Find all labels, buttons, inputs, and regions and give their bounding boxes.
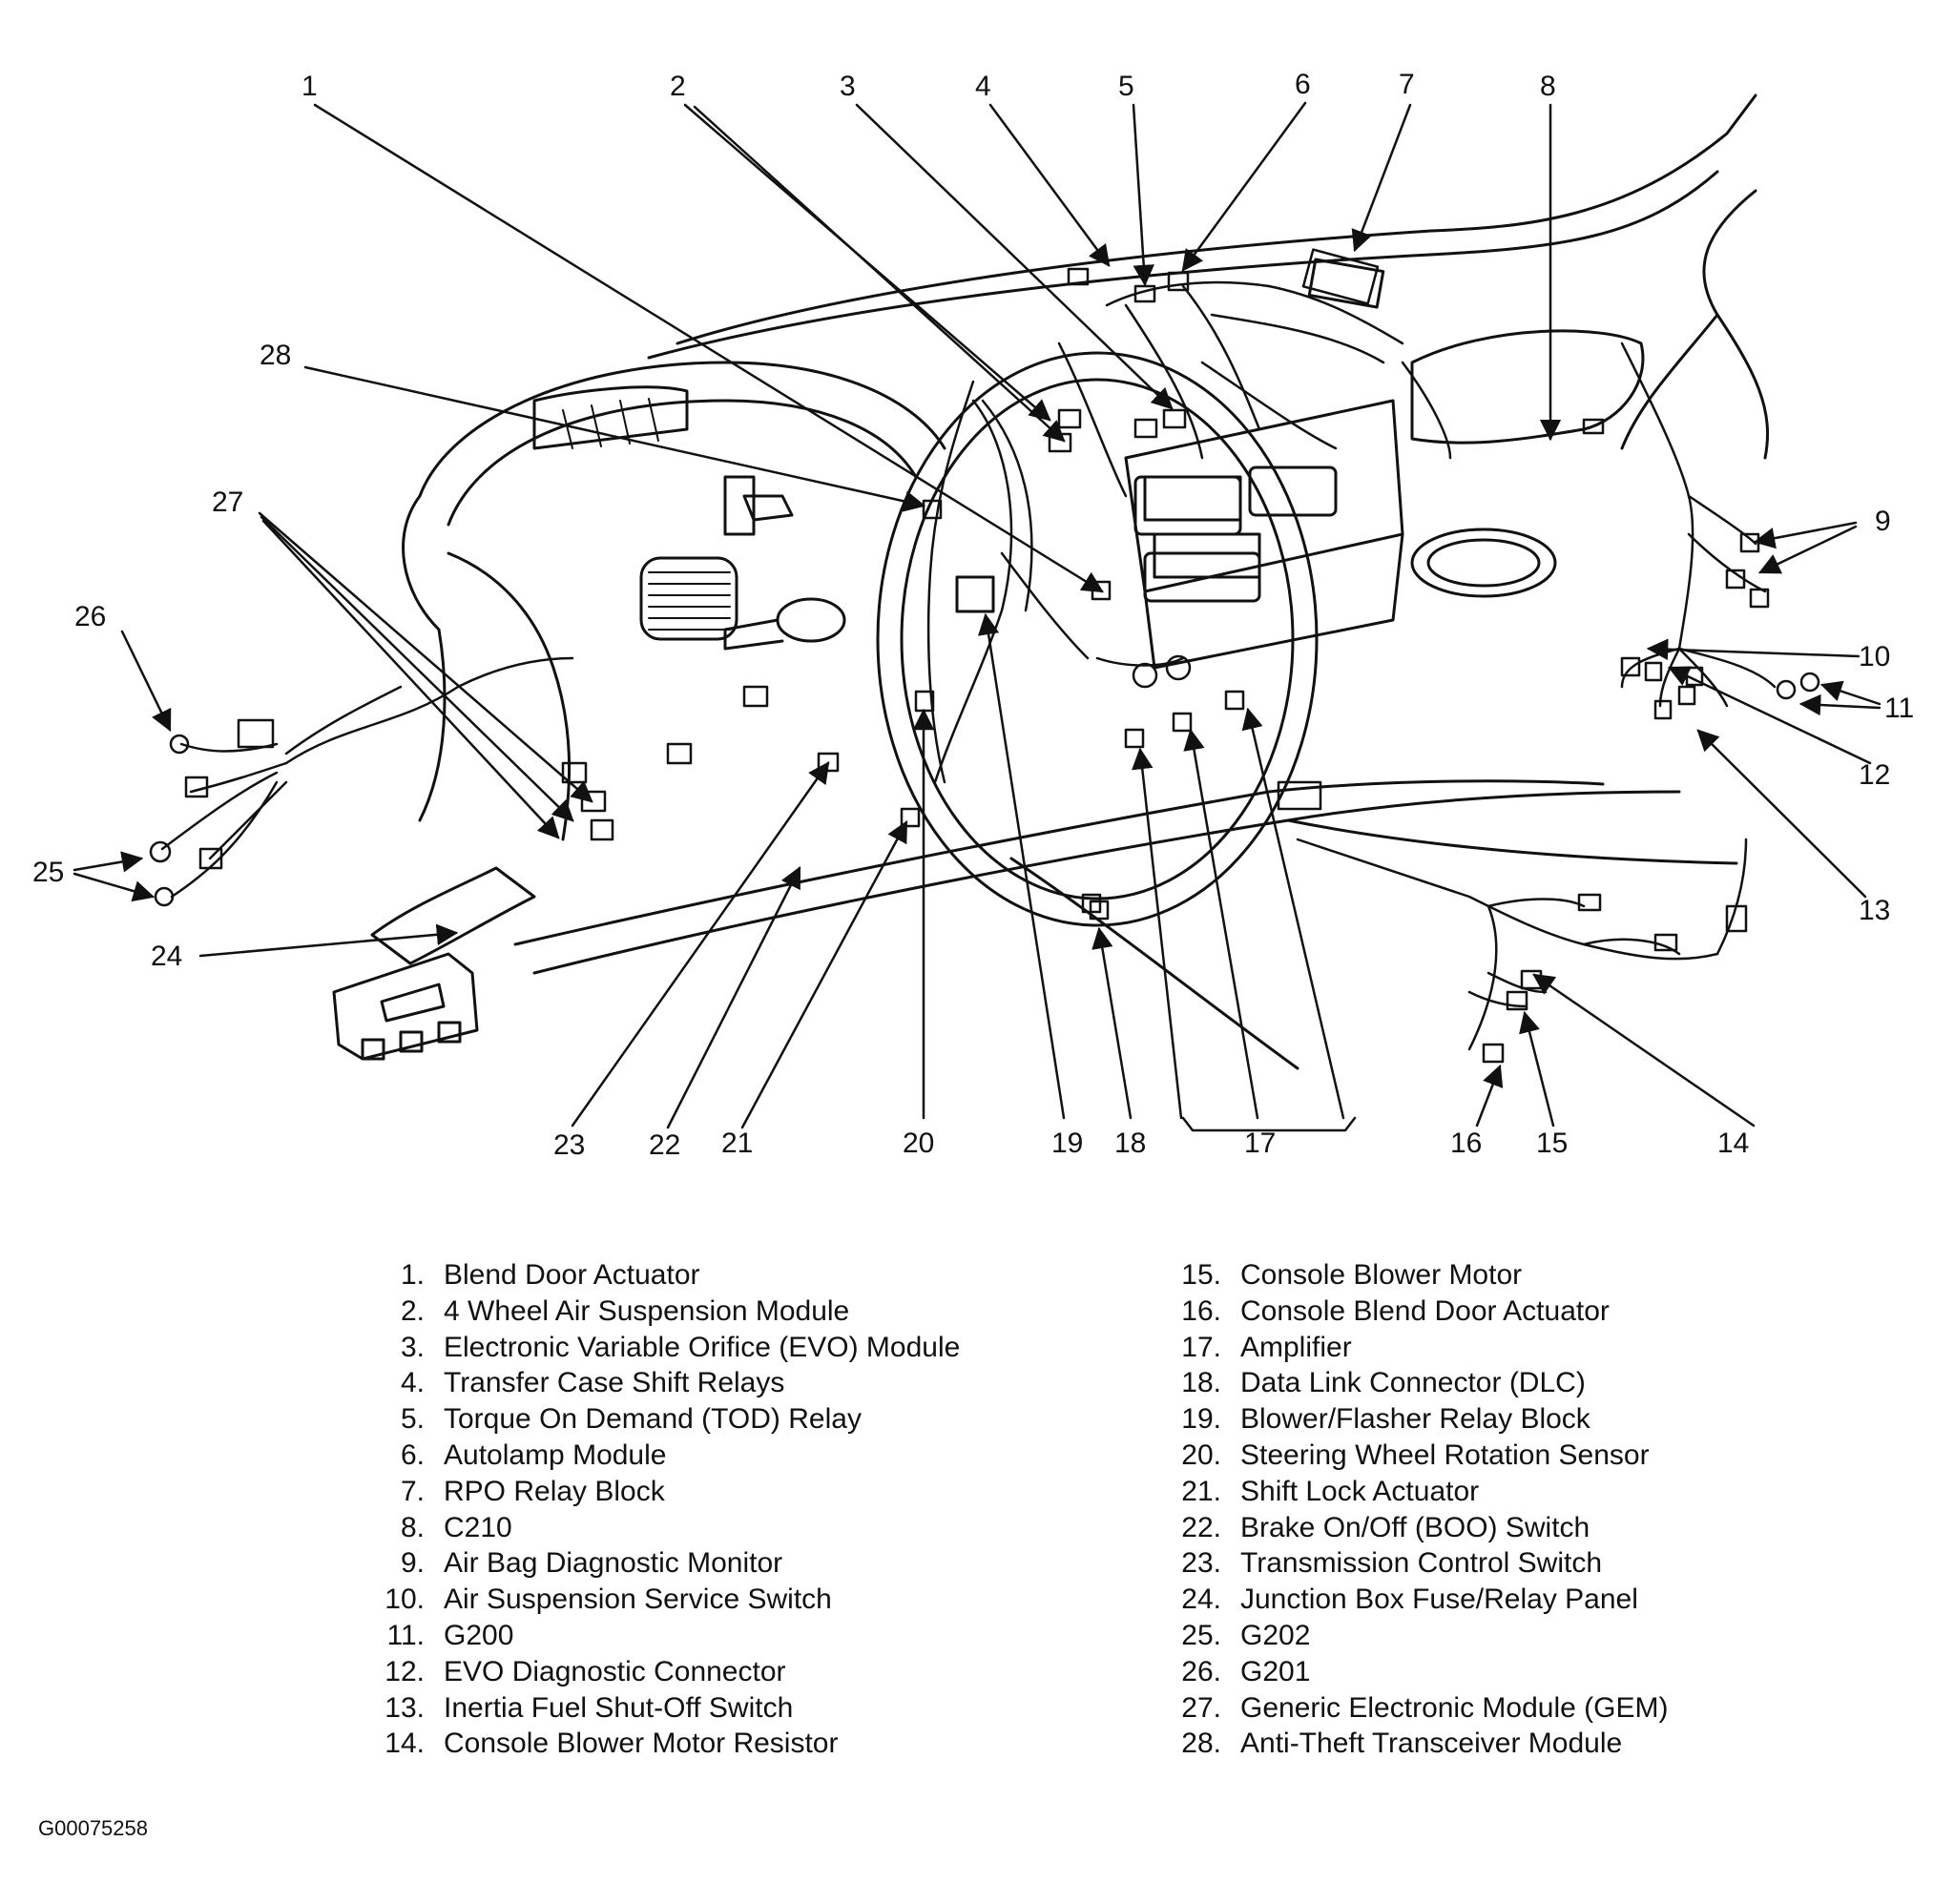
callout-7: 7 <box>1399 69 1415 100</box>
callout-26: 26 <box>74 601 106 632</box>
connectors <box>149 248 1820 1064</box>
legend-item-13: 13.Inertia Fuel Shut-Off Switch <box>385 1691 794 1724</box>
legend-item-23: 23.Transmission Control Switch <box>1181 1547 1602 1580</box>
callout-25: 25 <box>32 857 64 888</box>
legend-item-4: 4.Transfer Case Shift Relays <box>400 1367 785 1399</box>
callout-2: 2 <box>670 71 686 102</box>
legend-left-column: 1.Blend Door Actuator 2.4 Wheel Air Susp… <box>343 1257 960 1762</box>
legend-item-21: 21.Shift Lock Actuator <box>1181 1475 1480 1507</box>
legend-item-18: 18.Data Link Connector (DLC) <box>1181 1367 1586 1399</box>
callout-9: 9 <box>1875 506 1891 537</box>
legend-item-11: 11.G200 <box>386 1619 514 1651</box>
legend-item-28: 28.Anti-Theft Transceiver Module <box>1181 1728 1623 1760</box>
callout-18: 18 <box>1114 1128 1146 1159</box>
dashboard-wiring-diagram: 1 2 3 4 5 6 7 8 9 10 11 12 13 14 15 16 1… <box>32 69 1914 1161</box>
callout-19: 19 <box>1051 1128 1083 1159</box>
callout-15: 15 <box>1536 1128 1568 1159</box>
legend-item-17: 17.Amplifier <box>1181 1331 1352 1363</box>
wiring-harness <box>160 280 1777 1051</box>
callout-20: 20 <box>903 1128 934 1159</box>
callout-22: 22 <box>649 1129 680 1161</box>
legend-item-14: 14.Console Blower Motor Resistor <box>385 1728 839 1760</box>
legend-item-3: 3.Electronic Variable Orifice (EVO) Modu… <box>400 1331 961 1363</box>
legend-item-25: 25.G202 <box>1181 1619 1311 1651</box>
callout-4: 4 <box>975 71 991 102</box>
legend-item-26: 26.G201 <box>1181 1655 1311 1687</box>
legend-right-column: 15.Console Blower Motor 16.Console Blend… <box>1140 1257 1668 1762</box>
legend-item-2: 2.4 Wheel Air Suspension Module <box>400 1294 850 1327</box>
legend-item-12: 12.EVO Diagnostic Connector <box>385 1655 786 1687</box>
callout-28: 28 <box>260 340 291 371</box>
legend-item-6: 6.Autolamp Module <box>400 1438 667 1471</box>
legend-item-20: 20.Steering Wheel Rotation Sensor <box>1181 1438 1650 1471</box>
callout-27: 27 <box>212 486 243 518</box>
legend-item-19: 19.Blower/Flasher Relay Block <box>1181 1403 1590 1436</box>
callout-6: 6 <box>1295 69 1311 100</box>
steering-wheel <box>876 351 1319 927</box>
callout-5: 5 <box>1118 71 1134 102</box>
callout-13: 13 <box>1859 895 1890 926</box>
legend-item-10: 10.Air Suspension Service Switch <box>385 1583 832 1616</box>
callout-17: 17 <box>1244 1128 1276 1159</box>
callout-10: 10 <box>1859 641 1890 673</box>
callout-3: 3 <box>840 71 856 102</box>
callout-21: 21 <box>721 1128 753 1159</box>
figure-id: G00075258 <box>38 1816 148 1840</box>
callout-numbers: 1 2 3 4 5 6 7 8 9 10 11 12 13 14 15 16 1… <box>32 69 1914 1161</box>
legend-item-5: 5.Torque On Demand (TOD) Relay <box>400 1403 862 1436</box>
callout-14: 14 <box>1717 1128 1749 1159</box>
legend-item-9: 9.Air Bag Diagnostic Monitor <box>400 1547 783 1580</box>
legend-item-7: 7.RPO Relay Block <box>400 1475 665 1507</box>
callout-8: 8 <box>1540 71 1556 102</box>
legend-item-27: 27.Generic Electronic Module (GEM) <box>1181 1691 1669 1724</box>
legend-item-16: 16.Console Blend Door Actuator <box>1181 1294 1610 1327</box>
legend-item-24: 24.Junction Box Fuse/Relay Panel <box>1181 1583 1638 1616</box>
callout-11: 11 <box>1884 693 1914 724</box>
callout-23: 23 <box>553 1129 585 1161</box>
modules <box>332 258 1385 1061</box>
callout-leaders <box>73 101 1881 1132</box>
legend-item-1: 1.Blend Door Actuator <box>400 1259 700 1291</box>
legend-item-22: 22.Brake On/Off (BOO) Switch <box>1181 1511 1590 1543</box>
legend-item-15: 15.Console Blower Motor <box>1181 1259 1523 1291</box>
callout-24: 24 <box>151 941 182 972</box>
callout-16: 16 <box>1450 1128 1482 1159</box>
callout-1: 1 <box>301 71 318 102</box>
legend-item-8: 8.C210 <box>400 1511 512 1543</box>
callout-12: 12 <box>1859 759 1890 791</box>
